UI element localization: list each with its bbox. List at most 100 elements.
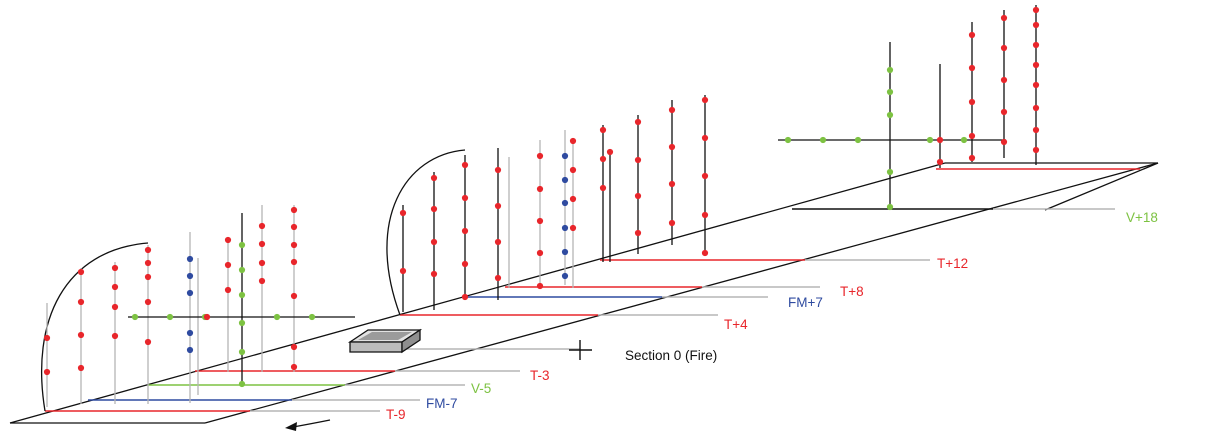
sensor-dots <box>43 6 1040 388</box>
red-sensor-dot <box>144 259 152 267</box>
red-sensor-dot <box>936 158 944 166</box>
red-sensor-dot <box>224 261 232 269</box>
middle-poles <box>402 95 706 312</box>
arc-t-9 <box>41 242 149 412</box>
red-sensor-dot <box>290 206 298 214</box>
red-sensor-dot <box>634 156 642 164</box>
red-sensor-dot <box>43 368 51 376</box>
blue-sensor-dot <box>561 199 569 207</box>
green-sensor-dot <box>886 168 894 176</box>
blue-sensor-dot <box>186 272 194 280</box>
red-sensor-dot <box>461 161 469 169</box>
green-sensor-dot <box>131 313 139 321</box>
red-sensor-dot <box>494 166 502 174</box>
red-sensor-dot <box>1032 146 1040 154</box>
red-sensor-dot <box>430 205 438 213</box>
floor-near-edge <box>9 162 946 424</box>
red-sensor-dot <box>111 283 119 291</box>
red-sensor-dot <box>536 185 544 193</box>
red-sensor-dot <box>1032 104 1040 112</box>
red-sensor-dot <box>701 96 709 104</box>
red-sensor-dot <box>1032 21 1040 29</box>
green-sensor-dot <box>238 380 246 388</box>
green-sensor-dot <box>926 136 934 144</box>
red-sensor-dot <box>1032 6 1040 14</box>
floor-far-edge <box>204 162 1159 424</box>
red-sensor-dot <box>599 155 607 163</box>
red-sensor-dot <box>701 211 709 219</box>
red-sensor-dot <box>634 192 642 200</box>
red-sensor-dot <box>290 363 298 371</box>
red-sensor-dot <box>1000 14 1008 22</box>
red-sensor-dot <box>224 236 232 244</box>
red-sensor-dot <box>634 118 642 126</box>
red-sensor-dot <box>701 172 709 180</box>
red-sensor-dot <box>399 267 407 275</box>
red-sensor-dot <box>111 264 119 272</box>
green-sensor-dot <box>886 88 894 96</box>
red-sensor-dot <box>111 303 119 311</box>
red-sensor-dot <box>461 194 469 202</box>
green-sensor-dot <box>238 348 246 356</box>
green-sensor-dot <box>308 313 316 321</box>
red-sensor-dot <box>968 132 976 140</box>
red-sensor-dot <box>1032 61 1040 69</box>
red-sensor-dot <box>258 277 266 285</box>
red-sensor-dot <box>430 270 438 278</box>
label-t+8: T+8 <box>840 284 864 299</box>
red-sensor-dot <box>968 31 976 39</box>
label-t-9: T-9 <box>386 407 406 422</box>
red-sensor-dot <box>203 313 211 321</box>
red-sensor-dot <box>494 238 502 246</box>
red-sensor-dot <box>599 184 607 192</box>
blue-sensor-dot <box>186 289 194 297</box>
red-sensor-dot <box>461 260 469 268</box>
red-sensor-dot <box>430 238 438 246</box>
red-sensor-dot <box>569 166 577 174</box>
label-v-5: V-5 <box>471 381 491 396</box>
red-sensor-dot <box>668 219 676 227</box>
red-sensor-dot <box>77 364 85 372</box>
label-t-3: T-3 <box>530 368 550 383</box>
red-sensor-dot <box>144 338 152 346</box>
red-sensor-dot <box>290 292 298 300</box>
green-sensor-dot <box>886 203 894 211</box>
red-sensor-dot <box>77 331 85 339</box>
red-sensor-dot <box>144 273 152 281</box>
blue-sensor-dot <box>561 176 569 184</box>
red-sensor-dot <box>258 259 266 267</box>
red-sensor-dot <box>1000 138 1008 146</box>
blue-sensor-dot <box>561 248 569 256</box>
red-sensor-dot <box>536 282 544 290</box>
arc-t+4 <box>386 149 466 316</box>
red-sensor-dot <box>290 343 298 351</box>
red-sensor-dot <box>968 64 976 72</box>
green-sensor-dot <box>960 136 968 144</box>
red-sensor-dot <box>144 246 152 254</box>
red-sensor-dot <box>936 136 944 144</box>
red-sensor-dot <box>144 298 152 306</box>
green-sensor-dot <box>854 136 862 144</box>
blue-sensor-dot <box>561 272 569 280</box>
flow-arrow-icon <box>285 419 331 431</box>
red-sensor-dot <box>569 224 577 232</box>
red-sensor-dot <box>536 217 544 225</box>
left-poles <box>46 205 355 407</box>
red-sensor-dot <box>1032 41 1040 49</box>
green-sensor-dot <box>819 136 827 144</box>
red-sensor-dot <box>77 268 85 276</box>
red-sensor-dot <box>258 222 266 230</box>
green-sensor-dot <box>238 319 246 327</box>
fire-section-marker <box>569 340 592 360</box>
red-sensor-dot <box>461 227 469 235</box>
red-sensor-dot <box>569 195 577 203</box>
green-sensor-dot <box>238 291 246 299</box>
red-sensor-dot <box>494 202 502 210</box>
green-sensor-dot <box>273 313 281 321</box>
red-sensor-dot <box>701 249 709 257</box>
red-sensor-dot <box>494 274 502 282</box>
green-sensor-dot <box>238 241 246 249</box>
green-sensor-dot <box>784 136 792 144</box>
red-sensor-dot <box>430 174 438 182</box>
